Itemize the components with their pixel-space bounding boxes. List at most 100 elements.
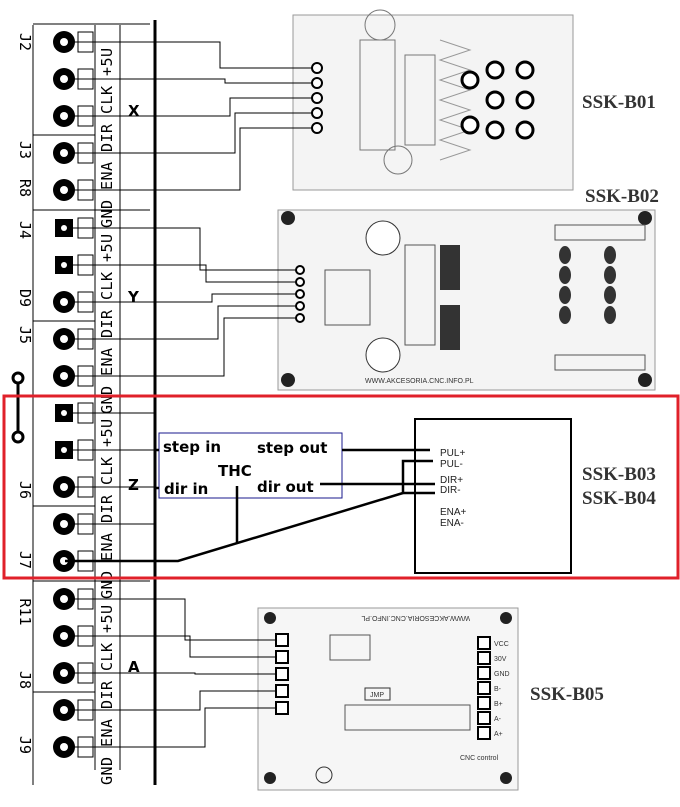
b01-terminal	[460, 70, 480, 90]
b02-component	[559, 246, 571, 264]
b05-terminal-label: B+	[494, 701, 503, 708]
driver-pin-label: PUL+	[440, 448, 465, 459]
b01-terminal	[485, 60, 505, 80]
b05-terminal-label: VCC	[494, 641, 509, 648]
axis-label: A	[128, 658, 140, 676]
connector-label: R8	[16, 179, 34, 197]
b01-pin	[311, 92, 323, 104]
driver-pin-label: DIR+	[440, 475, 463, 486]
wire-a	[155, 598, 276, 641]
wire-x	[155, 78, 312, 84]
pin-hole	[60, 149, 68, 157]
b05-pin	[275, 667, 289, 681]
pin-hole	[61, 410, 67, 416]
board-ssk-b02: WWW.AKCESORIA.CNC.INFO.PL SSK-B02	[155, 186, 659, 391]
pin-hole	[61, 225, 67, 231]
b05-pin	[275, 650, 289, 664]
connector-label: J3	[16, 141, 34, 159]
axis-label: Z	[128, 476, 139, 494]
pin-hole	[60, 483, 68, 491]
connector-label: J6	[16, 481, 34, 499]
highlight-frame	[2, 394, 680, 580]
connector-label: J2	[16, 33, 34, 51]
b01-pin	[311, 122, 323, 134]
b05-terminal-label: A+	[494, 731, 503, 738]
connector-label: D9	[16, 289, 34, 307]
brand-label: CNC control	[460, 755, 499, 762]
b05-terminal	[477, 666, 491, 680]
wire-a	[155, 672, 276, 675]
wire-x	[155, 112, 312, 154]
wire-y	[155, 227, 296, 271]
pin-names-label: GND ENA DIR CLK +5U	[98, 605, 116, 785]
b02-component	[559, 286, 571, 304]
b05-terminal	[477, 681, 491, 695]
board-label-ssk-b01: SSK-B01	[582, 92, 656, 113]
b01-terminal	[515, 120, 535, 140]
b01-terminal	[515, 60, 535, 80]
driver-ssk-b03-b04: PUL+PUL-DIR+DIR-ENA+ENA- SSK-B03 SSK-B04	[414, 418, 656, 574]
thc-title: THC	[218, 462, 252, 480]
wire-y	[155, 305, 296, 340]
pin-hole	[60, 557, 68, 565]
b01-pin	[311, 107, 323, 119]
b02-component	[604, 286, 616, 304]
b01-terminal	[485, 90, 505, 110]
pin-hole	[60, 632, 68, 640]
connector-label: J4	[16, 221, 34, 239]
pin-hole	[60, 669, 68, 677]
thc-wires	[65, 448, 435, 563]
thc-module: step in step out THC dir in dir out	[158, 432, 343, 499]
pin-hole	[60, 186, 68, 194]
b01-terminal	[485, 120, 505, 140]
b05-terminal	[477, 651, 491, 665]
b05-terminal-label: GND	[494, 671, 510, 678]
pin-hole	[60, 75, 68, 83]
wire-a	[155, 690, 276, 711]
driver-pin-label: ENA-	[440, 518, 464, 529]
pin-names-label: GND ENA DIR CLK +5U	[98, 234, 116, 414]
wire-y	[155, 264, 296, 283]
b02-component	[604, 266, 616, 284]
pin-hole	[60, 298, 68, 306]
thc-dir-in: dir in	[164, 480, 208, 498]
thc-dir-out: dir out	[257, 478, 314, 496]
board-ssk-b01: SSK-B01	[155, 9, 656, 191]
b02-pin	[295, 289, 305, 299]
board-label-ssk-b03: SSK-B03	[582, 464, 656, 485]
b05-terminal	[477, 696, 491, 710]
axis-label: X	[128, 102, 140, 120]
b05-terminal	[477, 711, 491, 725]
b02-pin	[295, 265, 305, 275]
b02-component	[604, 306, 616, 324]
jumper-dot	[11, 430, 25, 444]
b05-terminal	[477, 726, 491, 740]
pin-hole	[60, 520, 68, 528]
b05-terminal	[477, 636, 491, 650]
b02-pin	[295, 313, 305, 323]
b05-pin	[275, 684, 289, 698]
jmp-label: JMP	[370, 692, 384, 699]
b02-component	[559, 266, 571, 284]
pin-hole	[60, 112, 68, 120]
thc-step-in: step in	[163, 438, 221, 456]
b02-pin	[295, 301, 305, 311]
connector-label: R11	[16, 598, 34, 625]
connector-label: J7	[16, 551, 34, 569]
board-ssk-b05: WWW.AKCESORIA.CNC.INFO.PL JMP CNC contro…	[155, 598, 604, 791]
wire-y	[155, 293, 296, 303]
pin-hole	[61, 447, 67, 453]
axis-label: Y	[127, 288, 140, 306]
driver-pin-label: PUL-	[440, 459, 463, 470]
pin-names-label: GND ENA DIR CLK +5U	[98, 419, 116, 599]
pin-hole	[60, 595, 68, 603]
b05-terminal-label: A-	[494, 716, 502, 723]
thc-step-out: step out	[257, 439, 327, 457]
pin-hole	[61, 262, 67, 268]
connector-strip: GND ENA DIR CLK +5U X GND ENA DIR CLK +5U Y…	[11, 20, 157, 785]
driver-pin-label: DIR-	[440, 485, 461, 496]
b01-terminal	[515, 90, 535, 110]
board-url-b05: WWW.AKCESORIA.CNC.INFO.PL	[361, 614, 470, 621]
board-label-ssk-b04: SSK-B04	[582, 488, 656, 509]
